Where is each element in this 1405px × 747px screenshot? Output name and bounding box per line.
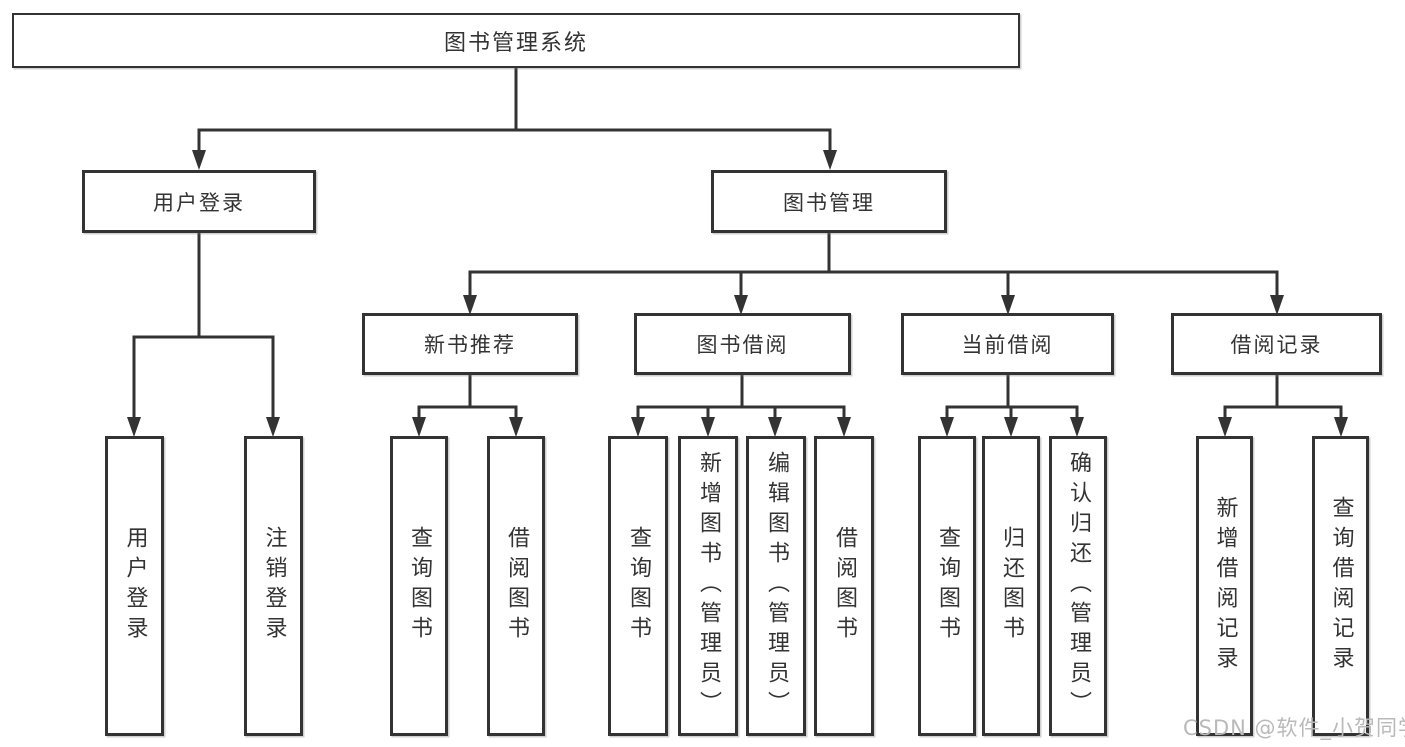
connector-current-borrow-to-leaves [945, 373, 1079, 422]
watermark-text: CSDN @软件_小贺同学 [1183, 716, 1405, 740]
leaf-edit-books-admin: 编辑图书（管理员） [746, 436, 806, 736]
connector-new-book-to-leaves [417, 373, 518, 422]
connector-book-borrow-to-leaves [636, 373, 846, 422]
leaf-confirm-return-admin-label: 确认归还（管理员） [1066, 451, 1091, 721]
leaf-add-books-admin-label: 新增图书（管理员） [696, 451, 721, 721]
connector-user-login-to-leaves [132, 231, 275, 422]
leaf-add-borrow-record: 新增借阅记录 [1196, 436, 1253, 736]
node-borrow-records: 借阅记录 [1171, 313, 1382, 375]
leaf-return-books: 归还图书 [982, 436, 1040, 736]
leaf-logout: 注销登录 [244, 436, 303, 736]
node-borrow-records-label: 借阅记录 [1230, 333, 1323, 357]
leaf-borrow-books-2: 借阅图书 [814, 436, 874, 736]
node-current-borrow: 当前借阅 [901, 313, 1114, 375]
node-new-book-recommend: 新书推荐 [362, 313, 578, 375]
arrowheads [127, 150, 1348, 437]
node-book-management: 图书管理 [711, 170, 947, 233]
leaf-edit-books-admin-label: 编辑图书（管理员） [764, 451, 789, 721]
connector-book-mgmt-to-level3 [468, 231, 1279, 299]
node-user-login: 用户登录 [82, 170, 316, 233]
leaf-add-borrow-record-label: 新增借阅记录 [1212, 496, 1238, 676]
leaf-confirm-return-admin: 确认归还（管理员） [1049, 436, 1107, 736]
connector-root-to-level2 [197, 66, 832, 155]
leaf-user-login: 用户登录 [105, 436, 164, 736]
leaf-user-login-label: 用户登录 [122, 526, 148, 646]
leaf-query-borrow-record: 查询借阅记录 [1312, 436, 1369, 736]
connector-borrow-records-to-leaves [1223, 373, 1343, 422]
leaf-query-books-2: 查询图书 [608, 436, 668, 736]
leaf-query-books-3-label: 查询图书 [935, 526, 960, 646]
node-current-borrow-label: 当前借阅 [961, 333, 1054, 357]
leaf-borrow-books-2-label: 借阅图书 [832, 526, 857, 646]
node-root-label: 图书管理系统 [443, 30, 588, 56]
node-book-borrow: 图书借阅 [634, 313, 851, 375]
node-new-book-recommend-label: 新书推荐 [424, 333, 516, 357]
leaf-query-books-2-label: 查询图书 [626, 526, 651, 646]
leaf-query-borrow-record-label: 查询借阅记录 [1328, 496, 1354, 676]
node-book-management-label: 图书管理 [783, 190, 875, 215]
node-book-borrow-label: 图书借阅 [696, 333, 789, 357]
leaf-borrow-books-1: 借阅图书 [487, 436, 545, 736]
leaf-query-books-1-label: 查询图书 [407, 526, 432, 646]
leaf-query-books-1: 查询图书 [390, 436, 448, 736]
leaf-add-books-admin: 新增图书（管理员） [678, 436, 738, 736]
node-user-login-label: 用户登录 [153, 190, 245, 215]
leaf-return-books-label: 归还图书 [999, 526, 1024, 646]
node-root: 图书管理系统 [12, 13, 1020, 68]
leaf-logout-label: 注销登录 [261, 526, 287, 646]
leaf-query-books-3: 查询图书 [918, 436, 976, 736]
leaf-borrow-books-1-label: 借阅图书 [504, 526, 529, 646]
